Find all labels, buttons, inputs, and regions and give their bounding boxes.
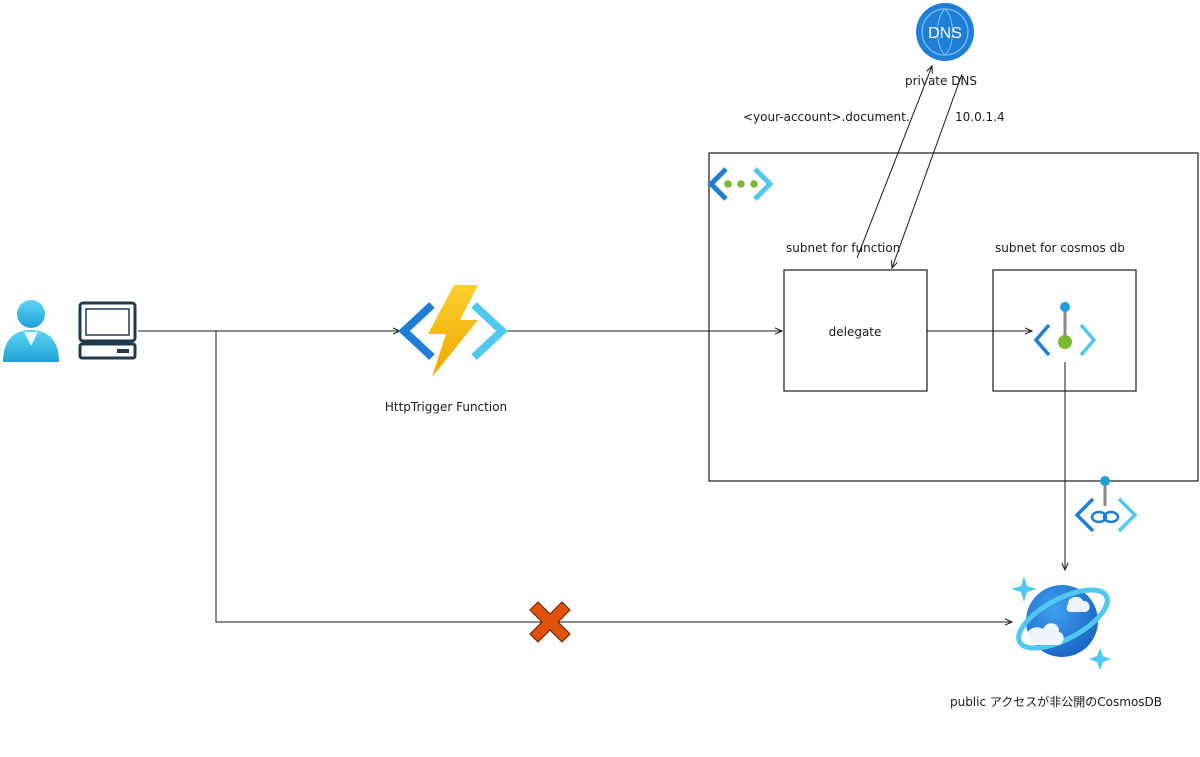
connections [138,66,1065,622]
cosmos-label: public アクセスが非公開のCosmosDB [950,694,1162,709]
user-icon [3,300,59,362]
connector-dns-answer [892,73,963,268]
private-endpoint-icon [1033,302,1097,357]
blocked-cross-icon [529,601,571,643]
subnet-function-label: subnet for function [786,241,900,255]
vnet-icon [707,167,774,201]
cosmos-db-icon [1011,576,1111,670]
dns-icon: DNS [916,3,974,61]
dns-query-label: <your-account>.document. [743,110,910,124]
function-label: HttpTrigger Function [385,400,507,414]
function-bolt-icon [398,285,508,377]
connector-client-to-cosmos-blocked [215,331,1012,622]
subnet-cosmos-label: subnet for cosmos db [995,241,1125,255]
computer-icon [78,301,137,360]
function-subnet-box [783,269,928,392]
private-link-icon [1074,476,1138,533]
delegate-label: delegate [829,325,882,339]
dns-answer-label: 10.0.1.4 [955,110,1005,124]
connector-dns-query [856,66,932,259]
dns-badge-text: DNS [928,25,962,42]
private-dns-label: private DNS [905,74,977,88]
